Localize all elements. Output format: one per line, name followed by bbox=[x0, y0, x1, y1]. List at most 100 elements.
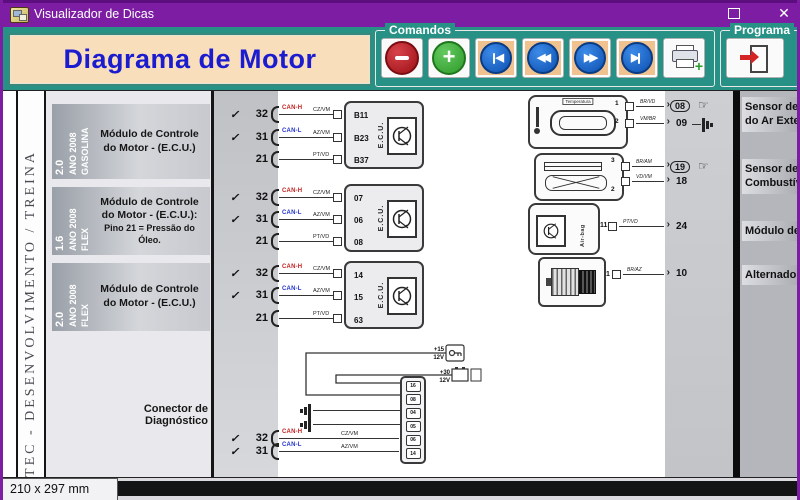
ground-wire bbox=[313, 410, 400, 412]
hand-pointer-icon: ☞ bbox=[698, 98, 709, 112]
ecu-box: 07 06 08 E.C.U. bbox=[344, 184, 424, 252]
terminal-icon bbox=[333, 154, 342, 164]
ground-icon bbox=[300, 404, 312, 418]
temperature-label: Temperatura bbox=[562, 98, 594, 105]
wire: PT/VD bbox=[279, 311, 342, 325]
window-title: Visualizador de Dicas bbox=[34, 7, 154, 21]
programa-group: Programa bbox=[720, 23, 799, 87]
right-divider bbox=[733, 91, 740, 477]
print-button[interactable]: + bbox=[663, 38, 705, 78]
wire: VD/VM› bbox=[632, 174, 670, 185]
airbag-module-box: Air-bag bbox=[528, 203, 600, 255]
connector-brace bbox=[271, 232, 279, 250]
remove-button[interactable] bbox=[381, 38, 423, 78]
vertical-watermark-text: TEC - DESENVOLVIMENTO / TREINA bbox=[23, 150, 38, 477]
title-bar: Visualizador de Dicas ✕ bbox=[0, 0, 800, 27]
program-button-row bbox=[726, 38, 784, 78]
connector-brace bbox=[271, 264, 279, 282]
programa-label: Programa bbox=[730, 23, 795, 37]
next-record-button[interactable]: ▶▶ bbox=[569, 38, 611, 78]
airbag-label: Air-bag bbox=[580, 224, 586, 247]
alternator-drawing bbox=[546, 268, 596, 296]
printer-icon: + bbox=[669, 45, 703, 74]
terminal-icon bbox=[621, 177, 630, 186]
window-border-left bbox=[0, 0, 3, 500]
window-border-right bbox=[797, 0, 800, 500]
connector-brace bbox=[271, 150, 279, 168]
exit-button[interactable] bbox=[726, 38, 784, 78]
skip-last-icon: ▶ bbox=[621, 42, 653, 74]
ecu-label: E.C.U. bbox=[378, 281, 385, 309]
float-element bbox=[545, 175, 607, 191]
skip-first-icon: ◀ bbox=[480, 42, 512, 74]
terminal-icon bbox=[333, 192, 342, 202]
connector-brace bbox=[271, 309, 279, 327]
check-icon: ✓ bbox=[230, 267, 240, 280]
rewind-icon: ◀◀ bbox=[527, 42, 559, 74]
wire: VM/BR› bbox=[636, 116, 670, 127]
pin-badge: 08 bbox=[670, 100, 691, 112]
ground-wire bbox=[313, 424, 400, 426]
transistor-icon bbox=[387, 277, 417, 315]
svg-text:12V: 12V bbox=[433, 355, 444, 361]
component-label-alternator: Alternado bbox=[742, 265, 800, 286]
connector-brace bbox=[271, 105, 279, 123]
check-icon: ✓ bbox=[230, 131, 240, 144]
ecu-label: E.C.U. bbox=[378, 121, 385, 149]
terminal-icon bbox=[333, 132, 342, 142]
wire: BR/AZ› bbox=[623, 267, 670, 278]
sensor-element bbox=[550, 110, 616, 136]
pin-column-panel bbox=[213, 91, 278, 477]
svg-text:+15: +15 bbox=[434, 347, 445, 353]
module-block-gasolina: 2.0 ANO 2008 GASOLINA Módulo de Controle… bbox=[52, 104, 210, 179]
terminal-icon bbox=[608, 222, 617, 231]
power-feed-wiring: +15 12V +30 12V bbox=[305, 344, 482, 396]
terminal-icon bbox=[333, 313, 342, 323]
exit-door-icon bbox=[739, 45, 771, 73]
connector-brace bbox=[271, 128, 279, 146]
connector-brace bbox=[271, 286, 279, 304]
terminal-icon bbox=[621, 162, 630, 171]
resistor-element bbox=[544, 162, 602, 171]
first-record-button[interactable]: ◀ bbox=[475, 38, 517, 78]
terminal-icon bbox=[625, 102, 634, 111]
horizontal-scrollbar[interactable] bbox=[118, 481, 797, 496]
maximize-icon bbox=[728, 7, 740, 19]
previous-record-button[interactable]: ◀◀ bbox=[522, 38, 564, 78]
close-button[interactable]: ✕ bbox=[762, 0, 800, 26]
page-title: Diagrama de Motor bbox=[63, 44, 317, 74]
terminal-icon bbox=[333, 236, 342, 246]
pin-badge: 19 bbox=[670, 161, 691, 173]
module-block-flex16: 1.6 ANO 2008 FLEX Módulo de Controle do … bbox=[52, 187, 210, 255]
minus-icon bbox=[385, 41, 419, 75]
terminal-icon bbox=[333, 109, 342, 119]
ground-wire bbox=[692, 124, 701, 126]
module-label: Módulo de Controle do Motor - (E.C.U.) bbox=[100, 127, 199, 154]
connector-brace bbox=[271, 210, 279, 228]
panel-divider bbox=[211, 91, 214, 477]
check-icon: ✓ bbox=[230, 191, 240, 204]
wire-row: 21 PT/VD bbox=[230, 309, 342, 327]
ecu-label: E.C.U. bbox=[378, 204, 385, 232]
diagram-viewport: TEC - DESENVOLVIMENTO / TREINA 2.0 ANO 2… bbox=[0, 90, 800, 478]
connector-brace bbox=[271, 442, 279, 460]
toolbar-header: Diagrama de Motor Comandos + ◀ ◀◀ ▶▶ bbox=[0, 23, 800, 90]
last-record-button[interactable]: ▶ bbox=[616, 38, 658, 78]
add-button[interactable]: + bbox=[428, 38, 470, 78]
check-icon: ✓ bbox=[230, 289, 240, 302]
maximize-button[interactable] bbox=[712, 0, 756, 26]
